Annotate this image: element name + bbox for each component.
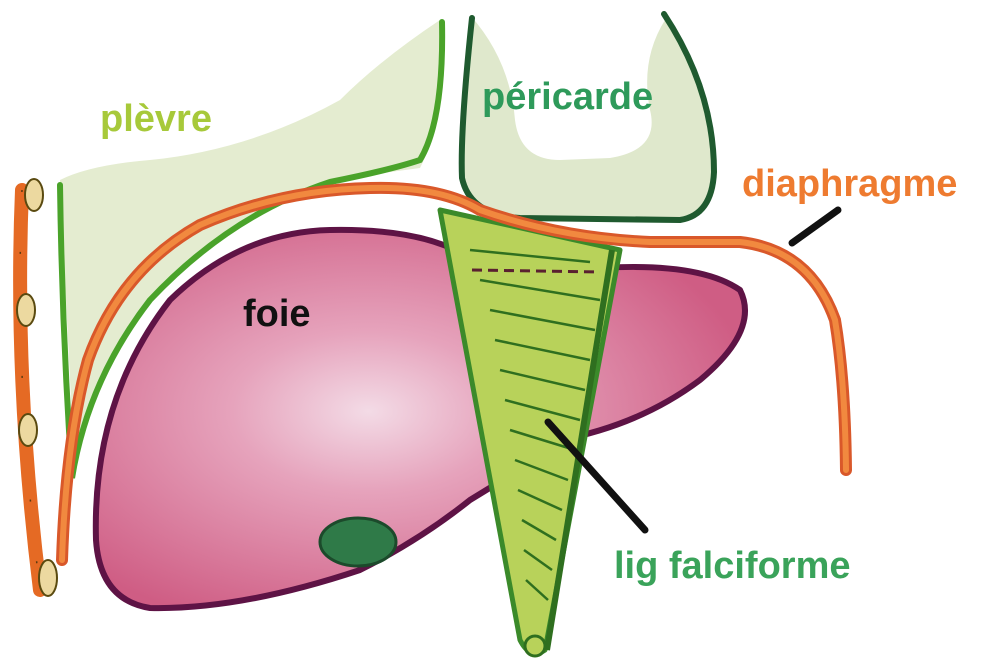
label-foie: foie	[243, 295, 311, 333]
gallbladder	[320, 518, 396, 566]
label-pericarde: péricarde	[482, 78, 653, 116]
label-plevre: plèvre	[100, 100, 212, 138]
abdominal-wall	[17, 179, 57, 596]
label-diaphragme: diaphragme	[742, 165, 957, 203]
label-lig-falciforme: lig falciforme	[614, 547, 851, 585]
pointer-diaphragme	[792, 210, 838, 243]
round-ligament	[525, 636, 545, 656]
